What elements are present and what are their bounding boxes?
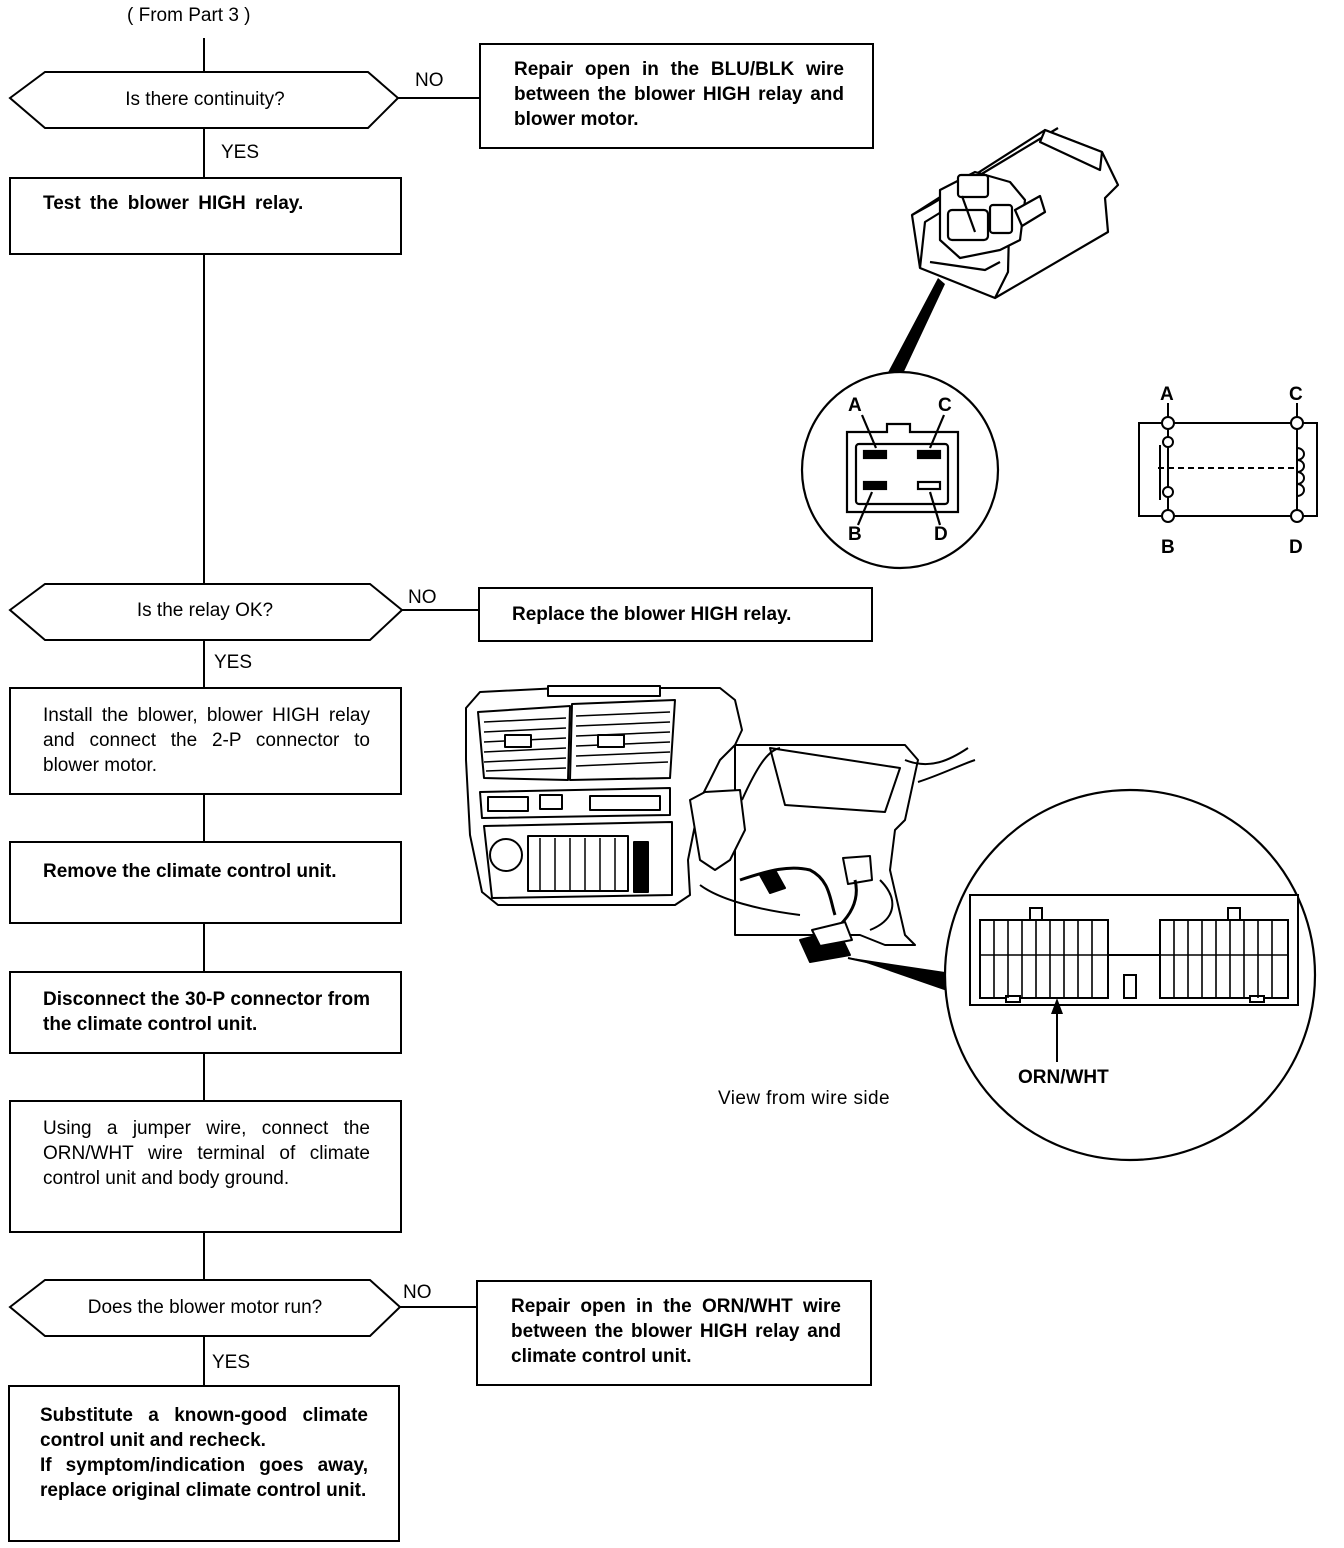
substitute-box: Substitute a known-good climate control … [8,1385,400,1542]
from-part-label: ( From Part 3 ) [127,5,251,26]
repair-orn-text: Repair open in the ORN/WHT wire between … [511,1296,841,1367]
install-text: Install the blower, blower HIGH relay an… [43,705,370,776]
repair-blu-text: Repair open in the BLU/BLK wire between … [514,59,844,130]
pin-a-label: A [848,395,862,416]
test-relay-text: Test the blower HIGH relay. [43,193,304,214]
decision-shape [8,1279,402,1337]
schematic-c-label: C [1289,384,1303,405]
repair-orn-box: Repair open in the ORN/WHT wire between … [476,1280,872,1386]
decision-relay-ok: Is the relay OK? [136,600,274,621]
yes-label: YES [221,142,260,163]
view-from-wire-side-label: View from wire side [718,1088,890,1109]
test-relay-box: Test the blower HIGH relay. [9,177,402,255]
no-label: NO [415,70,444,91]
orn-wht-label: ORN/WHT [1018,1067,1109,1088]
repair-blu-box: Repair open in the BLU/BLK wire between … [479,43,874,149]
jumper-text: Using a jumper wire, connect the ORN/WHT… [43,1118,370,1189]
jumper-box: Using a jumper wire, connect the ORN/WHT… [9,1100,402,1233]
schematic-b-label: B [1161,537,1175,558]
substitute-text: Substitute a known-good climate control … [40,1405,368,1501]
decision-shape [8,71,400,129]
schematic-d-label: D [1289,537,1303,558]
disconnect-box: Disconnect the 30-P connector from the c… [9,971,402,1054]
decision-blower-run: Does the blower motor run? [87,1297,323,1318]
pin-d-label: D [934,524,948,545]
yes-label: YES [214,652,253,673]
pin-b-label: B [848,524,862,545]
decision-shape [8,583,404,641]
replace-relay-box: Replace the blower HIGH relay. [478,587,873,642]
disconnect-text: Disconnect the 30-P connector from the c… [43,989,370,1035]
remove-unit-text: Remove the climate control unit. [43,861,337,882]
no-label: NO [408,587,437,608]
remove-unit-box: Remove the climate control unit. [9,841,402,924]
replace-relay-text: Replace the blower HIGH relay. [512,604,792,625]
no-label: NO [403,1282,432,1303]
install-box: Install the blower, blower HIGH relay an… [9,687,402,795]
pin-c-label: C [938,395,952,416]
yes-label: YES [212,1352,251,1373]
schematic-a-label: A [1160,384,1174,405]
decision-continuity: Is there continuity? [125,89,285,110]
